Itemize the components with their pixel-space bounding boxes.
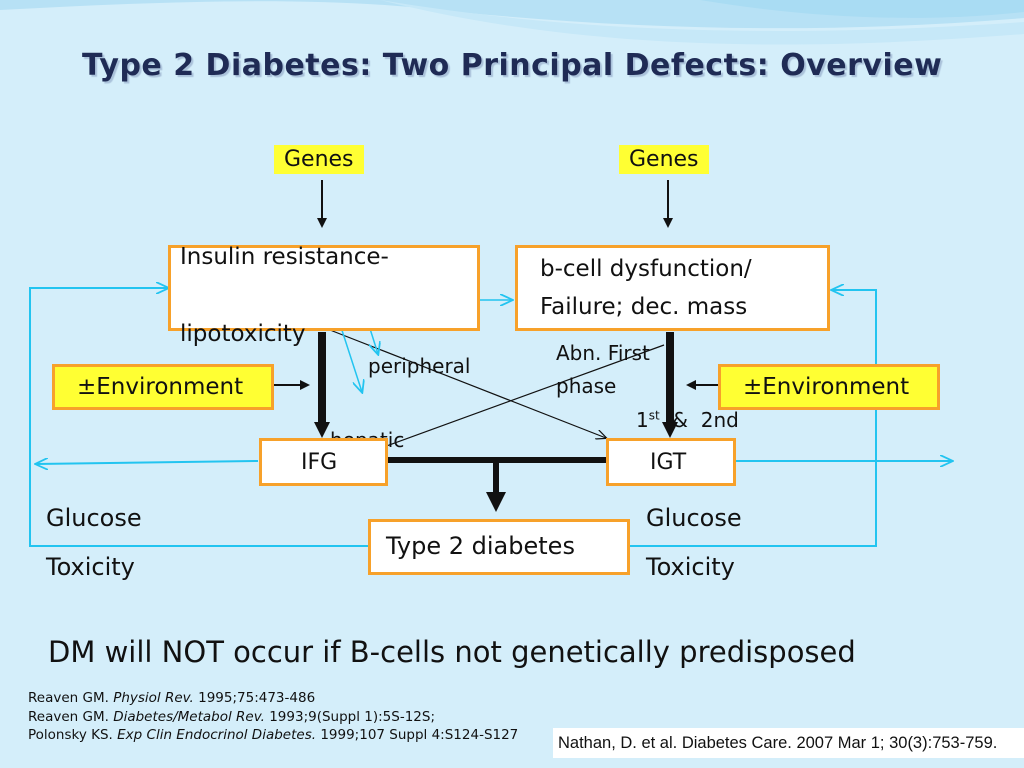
glucose-right-line1: Glucose <box>646 504 742 532</box>
reference-3-detail: 1999;107 Suppl 4:S124-S127 <box>316 727 519 743</box>
reference-1: Reaven GM. Physiol Rev. 1995;75:473-486 <box>28 690 315 706</box>
type2-diabetes-box <box>368 519 630 575</box>
nathan-reference: Nathan, D. et al. Diabetes Care. 2007 Ma… <box>553 728 1024 758</box>
reference-3-author: Polonsky KS. <box>28 727 118 743</box>
environment-right-box: ±Environment <box>718 364 940 410</box>
cyan-loop-right <box>630 290 877 547</box>
igt-label: IGT <box>650 450 687 475</box>
igt-box <box>606 438 736 486</box>
phase-first: 1 <box>636 408 649 432</box>
cyan-ifg-left <box>36 461 259 464</box>
reference-3: Polonsky KS. Exp Clin Endocrinol Diabete… <box>28 727 518 743</box>
environment-left-box: ±Environment <box>52 364 274 410</box>
reference-2-author: Reaven GM. <box>28 709 114 725</box>
page-title: Type 2 Diabetes: Two Principal Defects: … <box>82 48 943 83</box>
bcell-line2: Failure; dec. mass <box>540 294 748 320</box>
reference-3-journal: Exp Clin Endocrinol Diabetes. <box>117 727 317 743</box>
phase-label: 1st & 2nd <box>636 408 739 432</box>
glucose-left-line1: Glucose <box>46 504 142 532</box>
abn-first-line1: Abn. First <box>556 341 650 365</box>
reference-1-journal: Physiol Rev. <box>113 690 194 706</box>
glucose-right-line2: Toxicity <box>646 553 735 581</box>
reference-1-author: Reaven GM. <box>28 690 114 706</box>
cyan-loop-left <box>29 288 368 547</box>
reference-2-journal: Diabetes/Metabol Rev. <box>113 709 265 725</box>
bcell-line1: b-cell dysfunction/ <box>540 256 752 282</box>
phase-sup: st <box>648 408 660 423</box>
bcell-dysfunction-box <box>515 245 830 331</box>
insulin-resistance-line1: Insulin resistance- <box>180 244 389 270</box>
type2-diabetes-label: Type 2 diabetes <box>386 532 575 560</box>
glucose-left-line2: Toxicity <box>46 553 135 581</box>
reference-1-detail: 1995;75:473-486 <box>193 690 316 706</box>
abn-first-line2: phase <box>556 374 617 398</box>
insulin-resistance-box <box>168 245 480 331</box>
genes-right-label: Genes <box>619 145 709 174</box>
ifg-box <box>259 438 388 486</box>
dm-statement: DM will NOT occur if B-cells not genetic… <box>48 635 856 669</box>
genes-left-label: Genes <box>274 145 364 174</box>
phase-rest: & 2nd <box>659 408 739 432</box>
cross-line-hepatic <box>369 344 665 453</box>
ifg-label: IFG <box>301 450 338 475</box>
reference-2-detail: 1993;9(Suppl 1):5S-12S; <box>264 709 436 725</box>
reference-2: Reaven GM. Diabetes/Metabol Rev. 1993;9(… <box>28 709 435 725</box>
insulin-resistance-line2: lipotoxicity <box>180 321 306 347</box>
peripheral-label: peripheral <box>368 354 471 378</box>
